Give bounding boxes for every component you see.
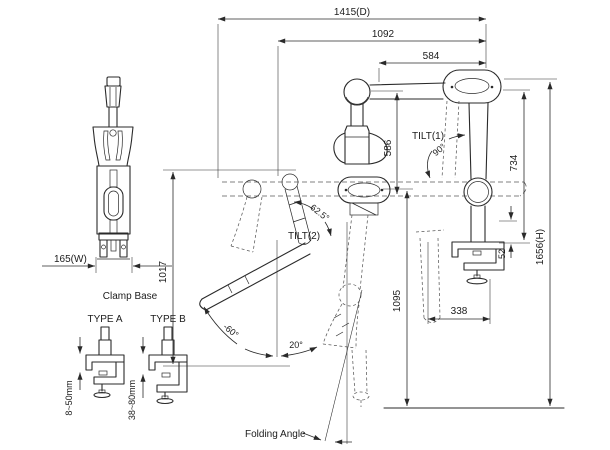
dimensions: 1415(D) 1092 584 586 TILT(1) 90° bbox=[158, 7, 557, 445]
swing-angle-down-label: -60° bbox=[221, 322, 240, 341]
clamp-type-b-range: 38~80mm bbox=[127, 380, 137, 420]
clamp-base-title: Clamp Base bbox=[103, 291, 158, 302]
folding-angle-label: Folding Angle bbox=[245, 429, 306, 440]
dimension-head-drop: 586 bbox=[371, 90, 403, 194]
clamp-type-b-label: TYPE B bbox=[150, 314, 186, 325]
dim-label-width: 165(W) bbox=[54, 254, 87, 265]
elbow-joint bbox=[337, 176, 391, 216]
dimension-upper-arm-height: 734 bbox=[503, 89, 530, 240]
dim-label-1017: 1017 bbox=[158, 260, 169, 283]
dim-label-1656h: 1656(H) bbox=[535, 229, 546, 265]
column-joint bbox=[463, 177, 493, 207]
desk-clamp bbox=[451, 205, 505, 285]
tilt2-angle: 62.5° bbox=[308, 202, 331, 223]
clamp-type-b-drawing: 38~80mm bbox=[127, 326, 188, 420]
clamp-type-a-drawing: 8~50mm bbox=[64, 326, 125, 416]
folding-angle-annotation: Folding Angle bbox=[245, 222, 363, 445]
dimension-riser-height: 1017 bbox=[158, 169, 296, 367]
dim-label-338: 338 bbox=[451, 306, 468, 317]
dimension-depth-upper: 584 bbox=[378, 51, 486, 82]
dim-label-584: 584 bbox=[423, 51, 440, 62]
dimension-pivot-height: 1095 bbox=[383, 188, 413, 406]
front-view: 165(W) bbox=[42, 76, 172, 273]
dimension-clamp-gap: 52 bbox=[497, 206, 530, 259]
dim-label-734: 734 bbox=[509, 154, 520, 171]
tilt2-annotation: TILT(2) 62.5° bbox=[288, 200, 332, 242]
dim-label-52: 52 bbox=[497, 249, 507, 259]
swing-angle-fold-label: 20° bbox=[289, 340, 303, 350]
dimension-base-depth: 338 bbox=[427, 242, 491, 324]
vertical-arm bbox=[468, 102, 489, 180]
dimension-total-height: 1656(H) bbox=[504, 78, 557, 406]
dimension-width-165: 165(W) bbox=[42, 254, 172, 273]
swing-angle-annotation: -60° 20° bbox=[203, 240, 318, 359]
upper-joint bbox=[442, 69, 502, 104]
dim-label-586: 586 bbox=[383, 139, 394, 156]
tilt1-label: TILT(1) bbox=[412, 131, 444, 142]
dimension-depth-arm: 1092 bbox=[277, 29, 486, 176]
dimension-depth-total: 1415(D) bbox=[217, 7, 487, 178]
tilt1-annotation: TILT(1) 90° bbox=[412, 131, 466, 179]
dim-label-1095: 1095 bbox=[392, 289, 403, 312]
head-assembly bbox=[333, 78, 388, 165]
clamp-type-a-label: TYPE A bbox=[87, 314, 122, 325]
clamp-type-a-range: 8~50mm bbox=[64, 380, 74, 415]
dim-label-1415d: 1415(D) bbox=[334, 7, 370, 18]
lowered-arm-pose bbox=[199, 242, 311, 311]
side-view-dashed-positions bbox=[222, 100, 527, 407]
upper-arm bbox=[369, 82, 446, 100]
clamp-base-section: Clamp Base TYPE A TYPE B 8~50mm bbox=[64, 291, 188, 420]
tilt1-angle: 90° bbox=[431, 141, 448, 158]
tilt2-label: TILT(2) bbox=[288, 231, 320, 242]
dim-label-1092: 1092 bbox=[372, 29, 395, 40]
side-view-solid-structure bbox=[199, 69, 565, 409]
